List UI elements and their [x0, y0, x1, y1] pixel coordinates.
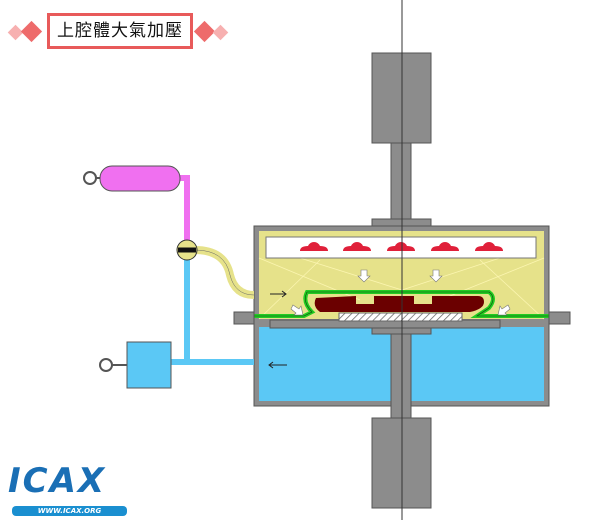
tank-ring: [83, 171, 97, 185]
valve-icon: [176, 239, 198, 261]
pump-ring: [99, 358, 113, 372]
logo-url: WWW.ICAX.ORG: [12, 506, 127, 516]
pressure-arrows: [290, 269, 511, 316]
lower-rod: [390, 333, 412, 419]
flow-arrows: [268, 290, 287, 369]
right-flange: [548, 311, 571, 325]
upper-rod: [390, 142, 412, 224]
left-flange: [233, 311, 255, 325]
vacuum-pump: [126, 341, 172, 389]
upper-hose-outline: [194, 249, 255, 296]
workpiece-base: [338, 312, 463, 322]
air-tank: [99, 165, 181, 192]
icax-logo: ICAX: [8, 461, 107, 501]
tank-pipe: [180, 175, 190, 240]
heater-elements: [300, 242, 503, 251]
mold: [314, 296, 484, 312]
page-title: 上腔體大氣加壓: [47, 13, 193, 49]
membrane-outline: [234, 291, 567, 317]
air-pipe: [184, 260, 254, 365]
upper-hose: [194, 246, 255, 299]
